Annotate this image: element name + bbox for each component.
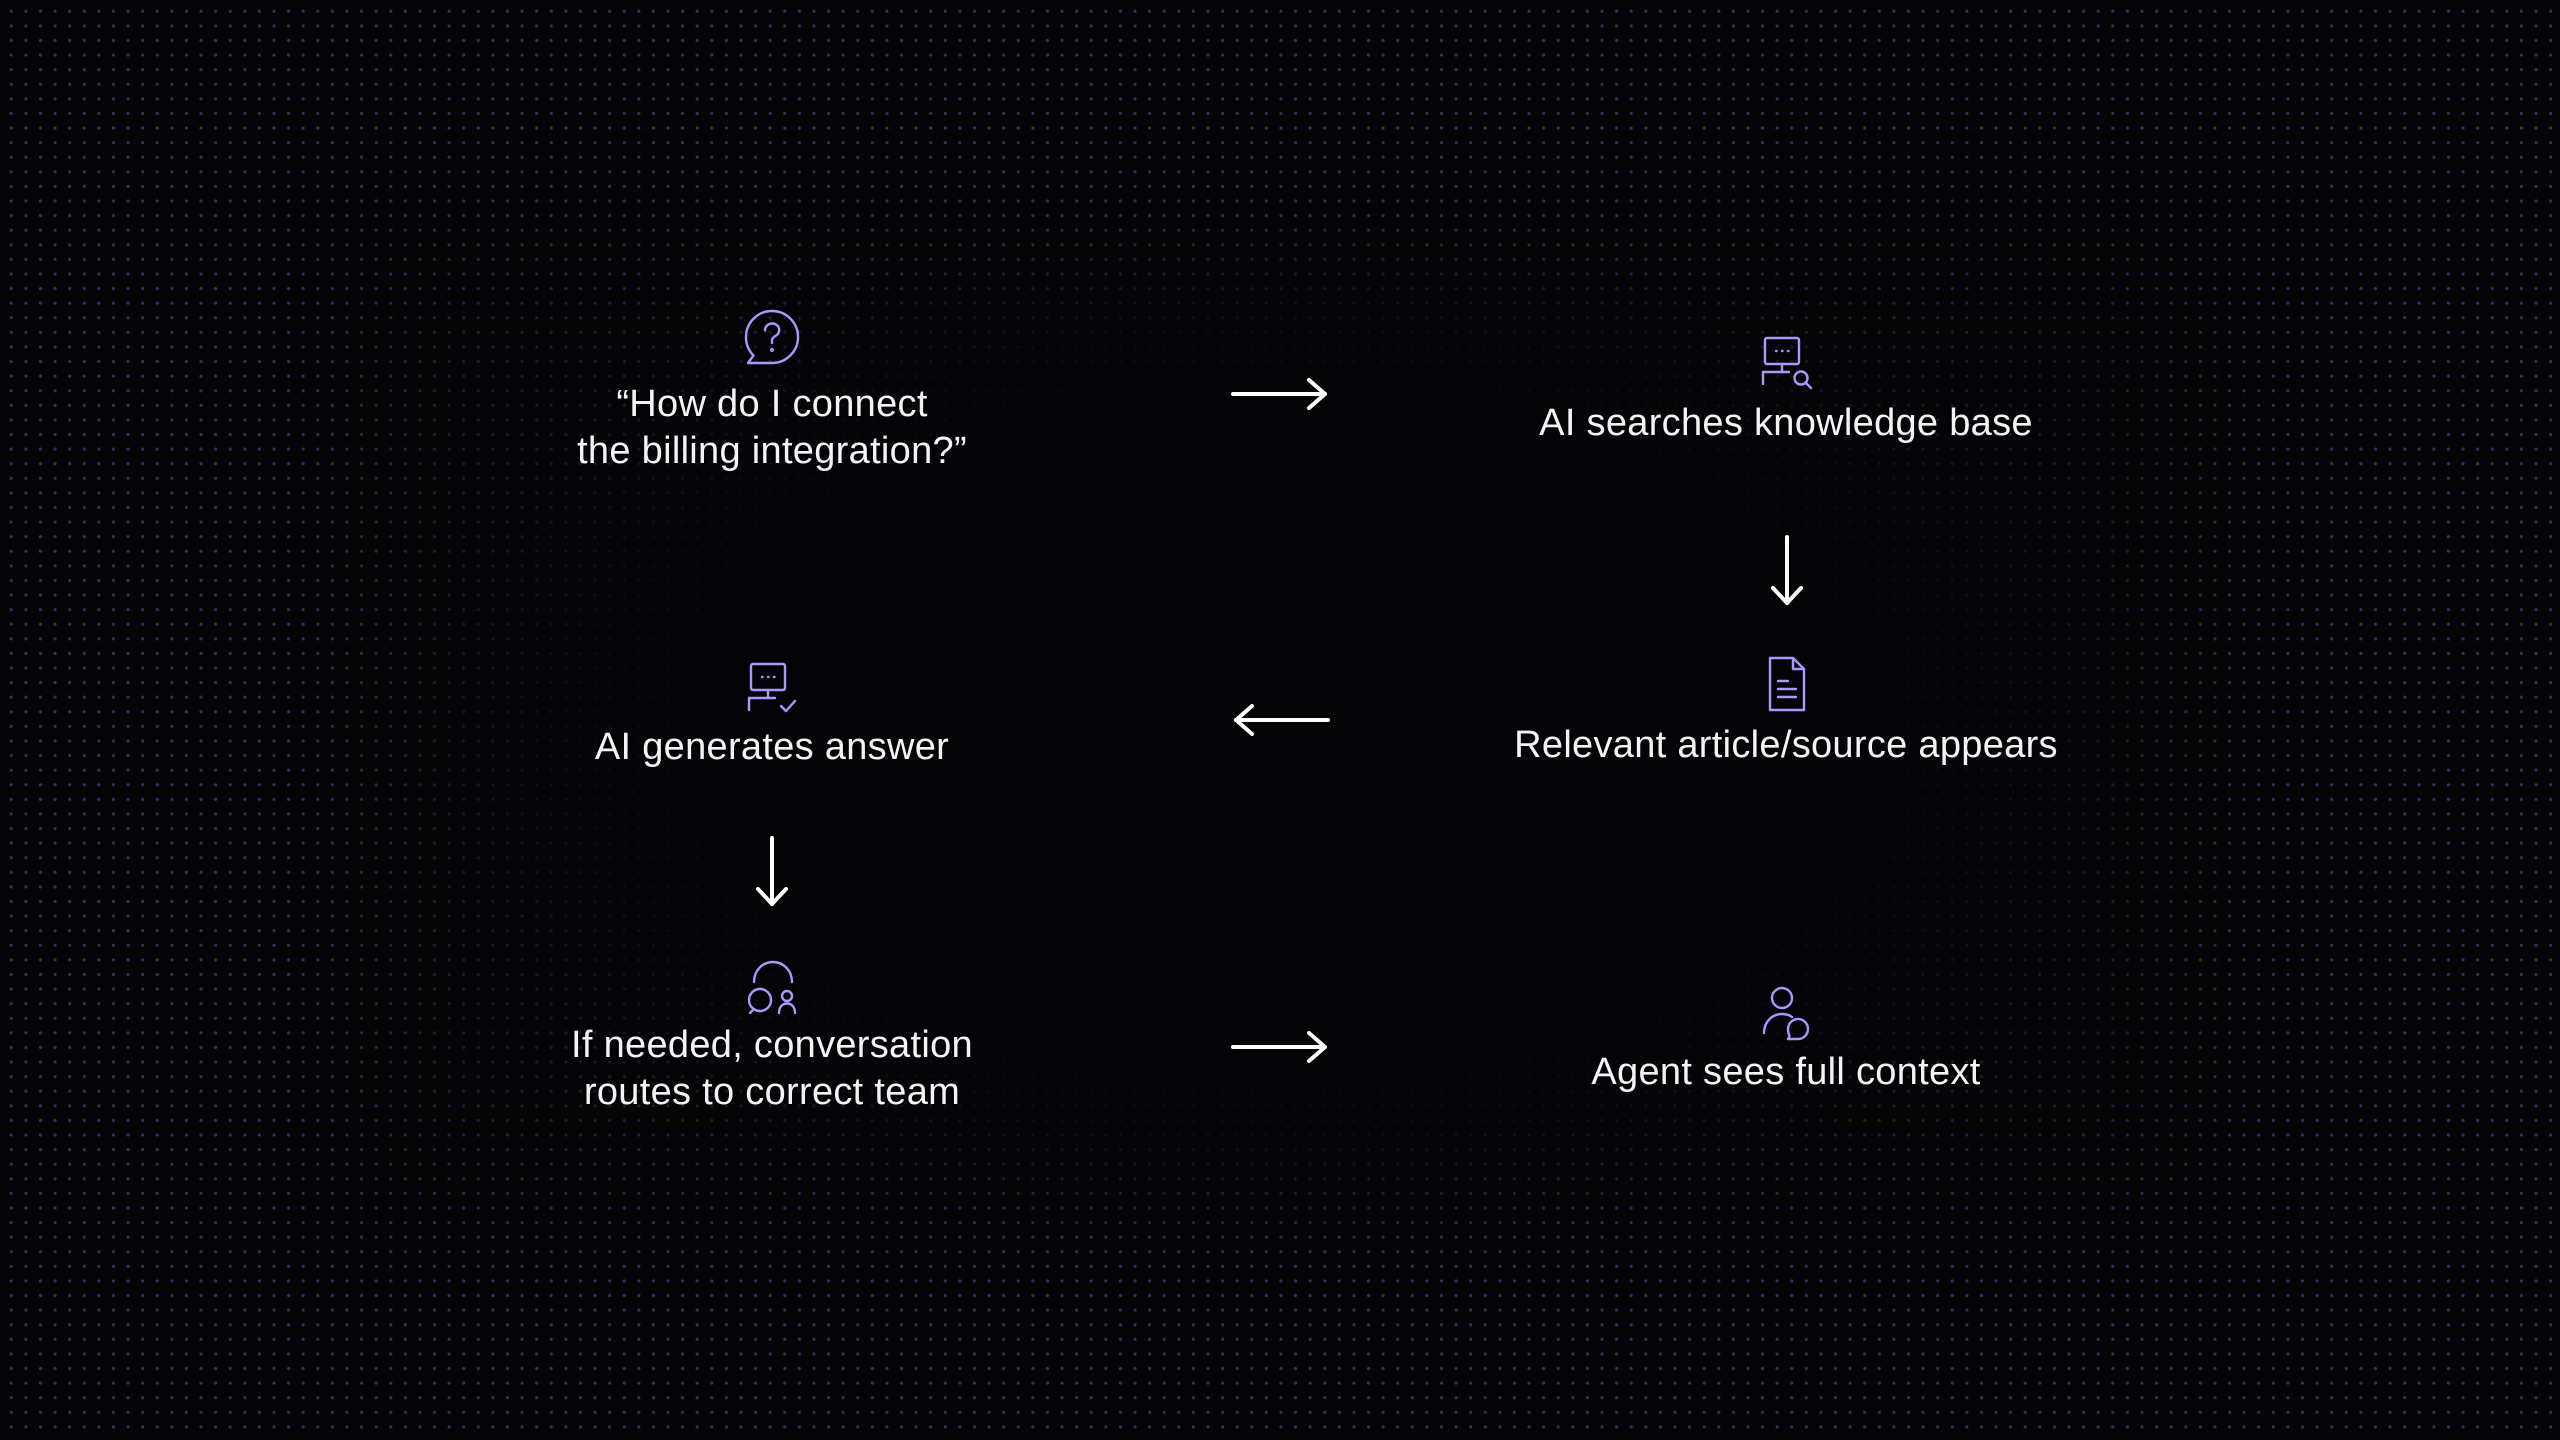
node-label: Agent sees full context: [1591, 1051, 1981, 1093]
node-label: If needed, conversation routes to correc…: [571, 1024, 973, 1113]
node-answer: AI generates answer: [392, 660, 1152, 771]
node-agent: Agent sees full context: [1406, 983, 2166, 1096]
node-article: Relevant article/source appears: [1406, 654, 2166, 769]
monitor-search-icon: [1761, 336, 1813, 390]
arrow-left-1: [1234, 704, 1330, 736]
arrow-down-1: [1771, 535, 1803, 605]
arrow-right-2: [1231, 1031, 1327, 1063]
node-label: Relevant article/source appears: [1514, 724, 2058, 766]
node-label: “How do I connect the billing integratio…: [577, 383, 967, 472]
monitor-check-icon: [747, 662, 797, 713]
node-question: “How do I connect the billing integratio…: [392, 305, 1152, 475]
node-search: AI searches knowledge base: [1406, 334, 2166, 447]
document-icon: [1768, 656, 1806, 712]
question-chat-icon: [744, 309, 800, 365]
agent-chat-icon: [1762, 986, 1810, 1041]
arrow-right-1: [1231, 378, 1327, 410]
node-route: If needed, conversation routes to correc…: [392, 956, 1152, 1116]
arrow-down-2: [756, 836, 788, 906]
team-users-icon: [747, 960, 797, 1015]
node-label: AI searches knowledge base: [1539, 402, 2033, 444]
node-label: AI generates answer: [594, 726, 950, 768]
